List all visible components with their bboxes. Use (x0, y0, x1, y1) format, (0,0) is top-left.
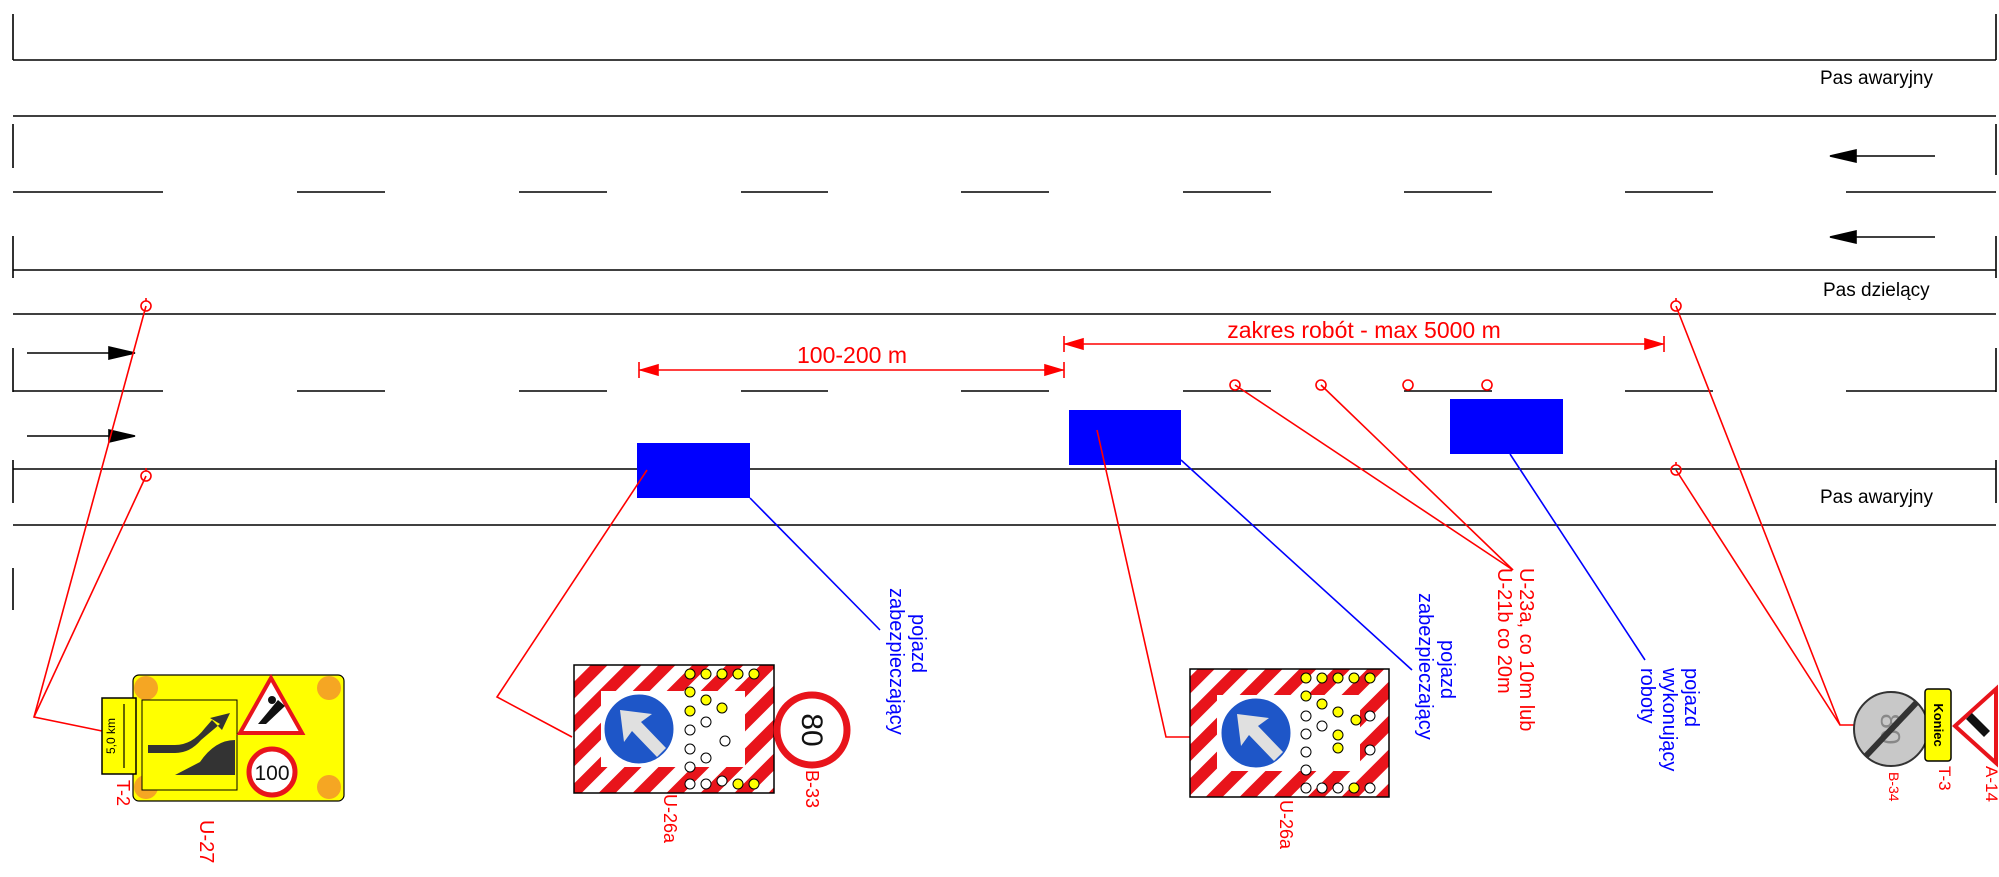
work-range-label: zakres robót - max 5000 m (1227, 317, 1501, 343)
roadworks-warning-icon (236, 673, 306, 735)
keep-left-arrow-sign (601, 691, 677, 767)
speed-limit-sign: 100 (246, 746, 298, 798)
zabezpieczajacy-label: zabezpieczający (1414, 593, 1436, 740)
u23a-label-line1: U-23a, co 10m lub (1515, 568, 1537, 731)
leader-lines-red (33, 305, 1854, 738)
direction-arrows (27, 148, 1935, 444)
buffer-distance-label: 100-200 m (797, 342, 907, 368)
warning-lights (684, 668, 760, 790)
roboty-label: roboty (1636, 668, 1658, 724)
sign-u26a-second: U-26a (1189, 668, 1390, 850)
shoulder-bottom-label: Pas awaryjny (1820, 487, 1933, 508)
lane-shift-icon (148, 713, 235, 775)
annotation-u23a: U-23a, co 10m lub U-21b co 20m (1493, 568, 1537, 731)
annotation-work-vehicle: pojazd wykonujący roboty (1636, 667, 1702, 771)
protection-vehicle-1 (637, 443, 750, 498)
pojazd-label: pojazd (907, 614, 929, 673)
speed-limit-sign-b33: 80 (773, 691, 851, 769)
sign-position-markers (140, 298, 1682, 482)
b33-code-label: B-33 (802, 770, 822, 808)
annotation-protection-vehicle-2: pojazd zabezpieczający (1414, 593, 1458, 740)
median-label: Pas dzielący (1823, 280, 1930, 301)
left-arrow-icon (1829, 148, 1935, 164)
t2-distance-plate: 5,0 km (101, 697, 137, 775)
end-signs: 80 B-34 Koniec T-3 A-14 (1853, 684, 1999, 802)
roadworks-warning-icon (1952, 684, 1998, 768)
left-arrow-icon (1829, 229, 1935, 245)
work-vehicle (1450, 399, 1563, 454)
end-speed-limit-sign-b34: 80 (1853, 691, 1929, 767)
protection-vehicle-2 (1069, 410, 1181, 465)
u23a-label-line2: U-21b co 20m (1493, 568, 1515, 694)
pojazd-label: pojazd (1680, 668, 1702, 727)
warning-lights (1300, 672, 1376, 794)
b33-value: 80 (795, 713, 828, 746)
shoulder-top-label: Pas awaryjny (1820, 68, 1933, 89)
annotation-protection-vehicle-1: pojazd zabezpieczający (885, 588, 929, 735)
keep-left-arrow-sign (1218, 695, 1294, 771)
buffer-dimension (638, 362, 1065, 378)
zabezpieczajacy-label: zabezpieczający (885, 588, 907, 735)
leader-lines-blue (749, 453, 1646, 671)
work-range-dimension (1063, 336, 1665, 352)
t3-end-plate: Koniec (1924, 688, 1952, 762)
speed-limit-value: 100 (254, 762, 289, 785)
u26a-code-label: U-26a (1276, 800, 1296, 850)
t2-code-label: T-2 (113, 780, 133, 806)
road-markings (12, 14, 1997, 610)
pojazd-label: pojazd (1436, 640, 1458, 699)
wykonujacy-label: wykonujący (1658, 667, 1680, 771)
a14-code-label: A-14 (1982, 766, 1999, 802)
right-arrow-icon (27, 345, 136, 361)
u27-code-label: U-27 (195, 820, 217, 863)
t2-text: 5,0 km (104, 718, 118, 754)
sign-u26a-first: 80 B-33 U-26a (573, 664, 851, 844)
t3-code-label: T-3 (1935, 766, 1954, 791)
sign-u27: 100 5,0 km T-2 U-27 (101, 673, 345, 863)
b34-code-label: B-34 (1886, 772, 1902, 802)
u26a-code-label: U-26a (660, 794, 680, 844)
t3-text: Koniec (1931, 703, 1946, 746)
right-arrow-icon (27, 428, 136, 444)
